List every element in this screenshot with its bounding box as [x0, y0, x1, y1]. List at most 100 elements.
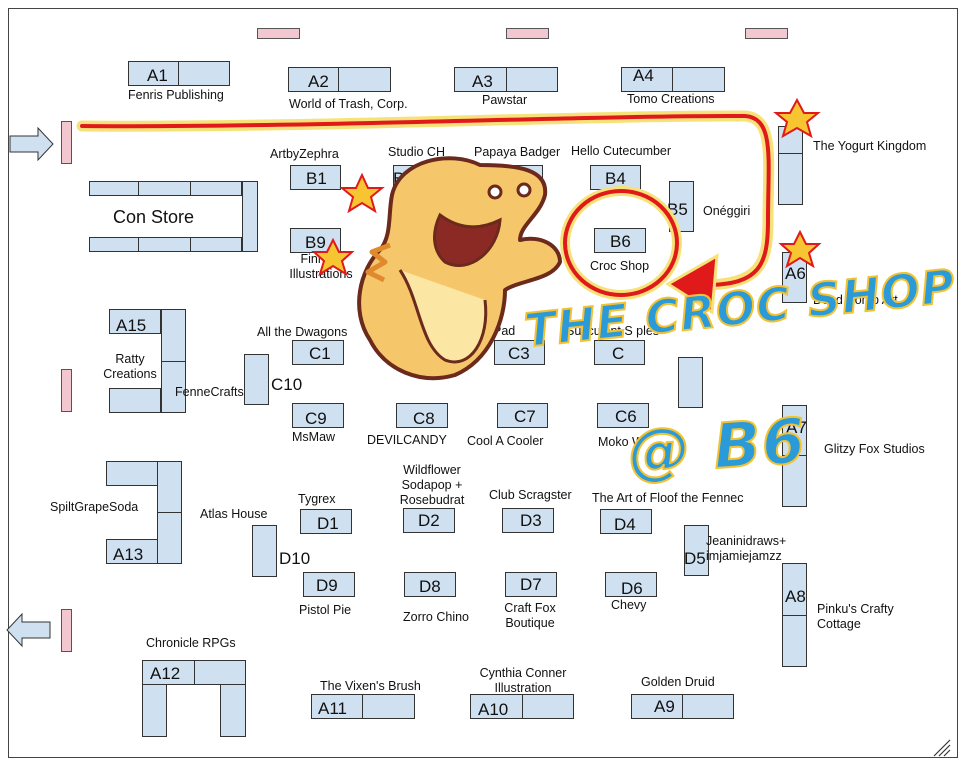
- booth-label-C8: DEVILCANDY: [367, 433, 447, 447]
- booth-code-D6: D6: [621, 579, 643, 598]
- table-A3b: [506, 67, 558, 92]
- booth-label-A4: Tomo Creations: [627, 92, 715, 106]
- table-B1: [290, 165, 341, 190]
- booth-code-A15: A15: [116, 316, 147, 335]
- booth-label-A8: Pinku's Crafty Cottage: [817, 602, 894, 631]
- table-A7: [782, 405, 807, 456]
- table-C4: [594, 340, 645, 365]
- table-A7b: [782, 455, 807, 507]
- table-D4: [600, 509, 652, 534]
- table-A9b: [682, 694, 734, 719]
- table-D9: [303, 572, 355, 597]
- table-A9: [631, 694, 683, 719]
- booth-code-C9: C9: [305, 409, 327, 428]
- table-C1: [292, 340, 344, 365]
- booth-label-A11: The Vixen's Brush: [320, 679, 421, 693]
- booth-label-A10: Cynthia Conner Illustration: [479, 666, 567, 695]
- booth-label-D6: Chevy: [611, 598, 647, 612]
- booth-code-C8: C8: [413, 409, 435, 428]
- booth-code-A4: A4: [633, 66, 654, 85]
- booth-code-A9: A9: [654, 697, 675, 716]
- booth-code-C7: C7: [514, 407, 536, 426]
- table-A12d: [220, 684, 246, 737]
- booth-code-D1: D1: [317, 514, 339, 533]
- booth-label-D5: Jeaninidraws+ imjamiejamzz: [706, 534, 787, 563]
- star-icon: [311, 97, 822, 277]
- table-C5: [678, 357, 703, 408]
- door-left-2: [61, 369, 72, 412]
- booth-label-D3: Club Scragster: [489, 488, 572, 502]
- booth-code-A11: A11: [318, 699, 347, 718]
- table-A4b: [672, 67, 725, 92]
- table-A11b: [362, 694, 415, 719]
- booth-code-B9: B9: [305, 233, 326, 252]
- booth-code-A3: A3: [472, 72, 493, 91]
- booth-label-A6: Dead Bomb Art: [813, 293, 898, 307]
- booth-label-B3: Papaya Badger: [474, 145, 561, 159]
- table-A8b: [782, 615, 807, 667]
- booth-code-A12: A12: [150, 664, 181, 683]
- table-C3: [494, 340, 545, 365]
- booth-label-A5: The Yogurt Kingdom: [813, 139, 927, 153]
- booth-code-A6: A6: [785, 264, 806, 283]
- booth-code-A7: A7: [786, 418, 807, 437]
- booth-label-D9: Pistol Pie: [299, 603, 352, 617]
- store-table-7: [190, 237, 242, 252]
- booth-code-C10: C10: [271, 375, 303, 394]
- map-frame: [8, 8, 958, 758]
- booth-code-B1: B1: [306, 169, 327, 188]
- table-A12: [142, 660, 195, 685]
- table-A13d: [106, 539, 158, 564]
- booth-label-A15: Ratty Creations: [103, 352, 157, 381]
- booth-label-A2: World of Trash, Corp.: [289, 97, 408, 111]
- booth-code-D8: D8: [419, 577, 441, 596]
- table-A5b: [778, 153, 803, 205]
- booth-code-A2: A2: [308, 72, 329, 91]
- booth-label-A9: Golden Druid: [641, 675, 715, 689]
- table-A13: [106, 461, 158, 486]
- table-A12c: [142, 684, 167, 737]
- door-top-2: [506, 28, 549, 39]
- route-path: [76, 110, 775, 315]
- table-D3: [502, 508, 554, 533]
- table-A10b: [522, 694, 574, 719]
- booth-label-C10: FenneCrafts: [175, 385, 244, 399]
- door-top-3: [745, 28, 788, 39]
- booth-label-B6: Croc Shop: [590, 259, 650, 273]
- booth-code-D4: D4: [614, 515, 636, 534]
- con-store-label: Con Store: [113, 207, 195, 227]
- booth-code-D2: D2: [418, 511, 440, 530]
- store-table-3: [190, 181, 242, 196]
- booth-code-D9: D9: [316, 576, 338, 595]
- booth-code-A13: A13: [113, 545, 144, 564]
- booth-code-A10: A10: [478, 700, 509, 719]
- exit-arrow-icon: [6, 612, 51, 648]
- booth-code-A8: A8: [785, 587, 806, 606]
- table-D8: [404, 572, 456, 597]
- booth-label-B4: Hello Cutecumber: [571, 144, 672, 158]
- booth-label-D1: Tygrex: [298, 492, 336, 506]
- table-A13b: [157, 461, 182, 513]
- table-D5: [684, 525, 709, 576]
- table-D6: [605, 572, 657, 597]
- table-A2b: [338, 67, 391, 92]
- table-A13c: [157, 512, 182, 564]
- door-left-1: [61, 121, 72, 164]
- table-A15: [109, 309, 161, 334]
- table-C8: [396, 403, 448, 428]
- b6-highlight-circle: [560, 186, 682, 300]
- table-D10: [252, 525, 277, 577]
- booth-label-B1: ArtbyZephra: [270, 147, 339, 161]
- booth-label-A3: Pawstar: [482, 93, 528, 107]
- booth-code-A1: A1: [147, 66, 168, 85]
- booth-label-C9: MsMaw: [292, 430, 336, 444]
- booth-label-A7: Glitzy Fox Studios: [824, 442, 925, 456]
- croc-shop-banner-booth: @ B6: [625, 403, 810, 490]
- booth-label-D7: Craft Fox Boutique: [504, 601, 556, 630]
- entrance-arrow-icon: [9, 126, 54, 162]
- booth-label-C1: All the Dwagons: [257, 325, 348, 339]
- table-D7: [505, 572, 557, 597]
- table-A2: [288, 67, 339, 92]
